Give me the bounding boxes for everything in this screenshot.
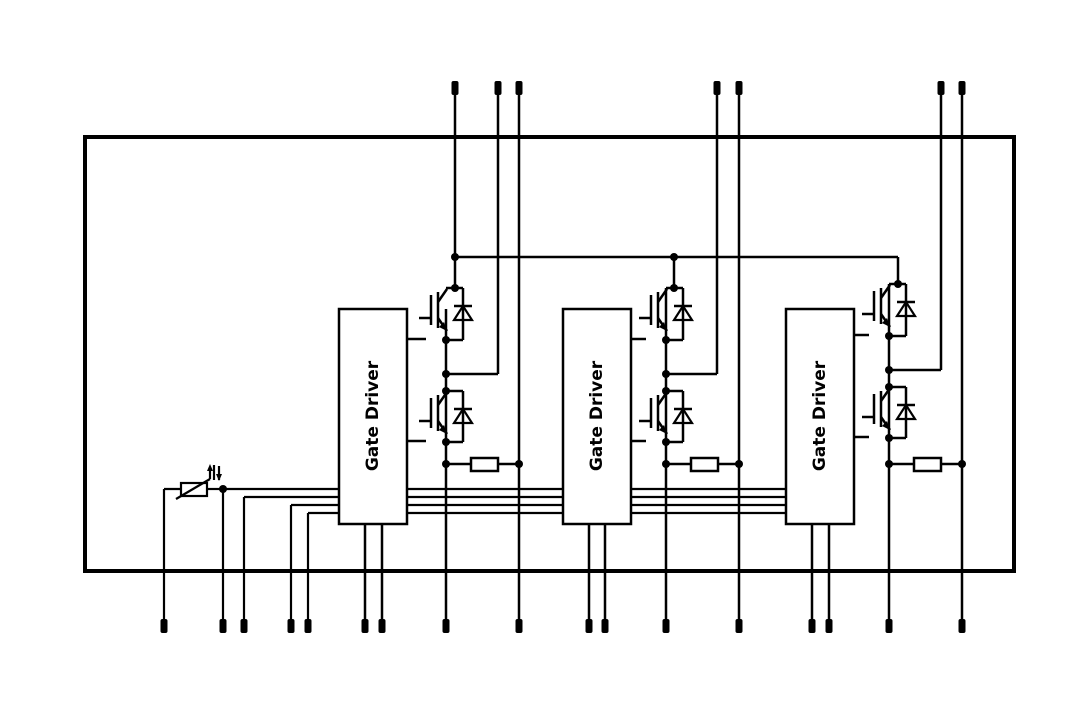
- gate-driver-label: Gate Driver: [363, 360, 383, 471]
- igbt-high-icon: [637, 287, 669, 333]
- junction-dot: [735, 460, 743, 468]
- igbt-high-icon: [860, 283, 892, 329]
- junction-dot: [442, 387, 450, 395]
- terminal-pin: [808, 619, 816, 633]
- terminal-pin: [240, 619, 248, 633]
- terminal-pin: [958, 81, 966, 95]
- junction-dot: [662, 336, 670, 344]
- junction-dot: [670, 284, 678, 292]
- igbt-high-icon: [417, 287, 449, 333]
- gate-driver-label: Gate Driver: [587, 360, 607, 471]
- module-outline: [83, 135, 1016, 573]
- junction-dot: [442, 336, 450, 344]
- junction-dot: [515, 460, 523, 468]
- junction-dot: [662, 370, 670, 378]
- junction-dot: [885, 366, 893, 374]
- junction-dot: [662, 438, 670, 446]
- terminal-pin: [662, 619, 670, 633]
- terminal-pin: [219, 619, 227, 633]
- thermistor-arrow-up-icon: [207, 464, 213, 471]
- terminal-pin: [735, 81, 743, 95]
- gate-driver-label: Gate Driver: [810, 360, 830, 471]
- thermistor: [162, 465, 225, 620]
- gate-signal-bus: [223, 487, 786, 620]
- junction-dot: [451, 253, 459, 261]
- terminal-pin: [304, 619, 312, 633]
- thermistor-arrow-down-icon: [216, 474, 222, 481]
- junction-dot: [670, 253, 678, 261]
- junction-dot: [442, 438, 450, 446]
- terminal-pin: [494, 81, 502, 95]
- terminal-pin: [601, 619, 609, 633]
- terminal-pin: [515, 619, 523, 633]
- phase-1: Gate Driver: [337, 95, 523, 620]
- junction-dot: [451, 284, 459, 292]
- terminal-pin: [735, 619, 743, 633]
- igbt-low-icon: [637, 390, 669, 436]
- terminal-pin: [885, 619, 893, 633]
- junction-dot: [885, 434, 893, 442]
- terminal-pin: [287, 619, 295, 633]
- terminal-pin: [958, 619, 966, 633]
- phase-2: Gate Driver: [561, 95, 743, 620]
- terminal-pin: [451, 81, 459, 95]
- terminal-pin: [361, 619, 369, 633]
- junction-dot: [662, 387, 670, 395]
- junction-dot: [885, 332, 893, 340]
- junction-dot: [894, 280, 902, 288]
- junction-dot: [885, 460, 893, 468]
- junction-dot: [662, 460, 670, 468]
- gate-driver-box: [561, 307, 633, 526]
- terminal-pin: [585, 619, 593, 633]
- terminal-pin: [937, 81, 945, 95]
- terminal-pin: [713, 81, 721, 95]
- terminal-pin: [442, 619, 450, 633]
- igbt-low-icon: [417, 390, 449, 436]
- terminal-pin: [515, 81, 523, 95]
- igbt-low-icon: [860, 386, 892, 432]
- junction-dot: [885, 383, 893, 391]
- bottom-terminal-pins: [160, 619, 966, 633]
- junction-dot: [442, 460, 450, 468]
- gate-driver-box: [784, 307, 856, 526]
- top-terminal-pins: [451, 81, 966, 95]
- junction-dot: [958, 460, 966, 468]
- terminal-pin: [378, 619, 386, 633]
- junction-dot: [442, 370, 450, 378]
- junction-dot: [219, 485, 227, 493]
- terminal-pin: [825, 619, 833, 633]
- phase-3: Gate Driver: [784, 95, 966, 620]
- terminal-pin: [160, 619, 168, 633]
- gate-driver-box: [337, 307, 409, 526]
